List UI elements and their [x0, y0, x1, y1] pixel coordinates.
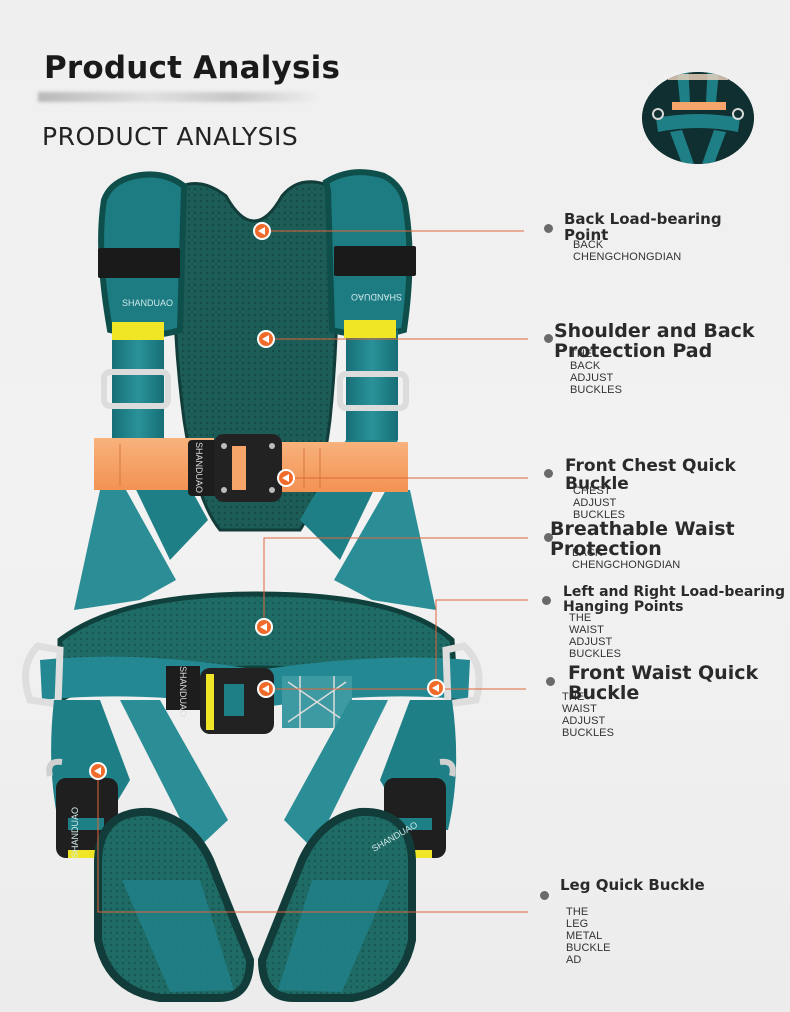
callout-title: Breathable Waist Protection	[550, 518, 735, 560]
callout-subtitle: THE WAIST ADJUST BUCKLES	[562, 691, 615, 739]
page-title: Product Analysis	[44, 50, 341, 86]
callout-subtitle: THE LEG METAL BUCKLE AD	[566, 906, 611, 966]
callout-title: Back Load-bearing Point	[564, 210, 722, 244]
brand-print-right-shoulder: SHANDUAO	[351, 292, 402, 302]
callout-bullet	[540, 891, 549, 900]
brand-print-waist-buckle: SHANDUAO	[178, 666, 188, 717]
page-subtitle: PRODUCT ANALYSIS	[42, 122, 299, 151]
callout-bullet	[546, 677, 555, 686]
brand-print-left-shoulder: SHANDUAO	[122, 298, 173, 308]
callout-bullet	[544, 224, 553, 233]
title-underline-decoration	[38, 92, 318, 102]
callout-bullet	[544, 334, 553, 343]
callout-subtitle: BACK CHENGCHONGDIAN	[573, 239, 682, 263]
callout-title: Front Waist Quick Buckle	[568, 662, 759, 704]
callout-subtitle: CHEST ADJUST BUCKLES	[573, 485, 626, 521]
callout-subtitle: THE BACK ADJUST BUCKLES	[570, 348, 623, 396]
callout-title: Shoulder and Back Protection Pad	[554, 320, 755, 362]
callout-bullet	[542, 596, 551, 605]
callout-subtitle: BACK CHENGCHONGDIAN	[572, 547, 681, 571]
harness-thumbnail	[642, 72, 754, 164]
brand-print-chest-buckle: SHANDUAO	[194, 442, 204, 493]
callout-subtitle: THE WAIST ADJUST BUCKLES	[569, 612, 622, 660]
callout-title: Front Chest Quick Buckle	[565, 456, 736, 494]
callout-bullet	[544, 469, 553, 478]
callout-title: Left and Right Load-bearing Hanging Poin…	[563, 584, 785, 615]
callout-title: Leg Quick Buckle	[560, 876, 705, 894]
callout-bullet	[544, 533, 553, 542]
brand-print-left-leg: SHANDUAO	[70, 807, 80, 858]
